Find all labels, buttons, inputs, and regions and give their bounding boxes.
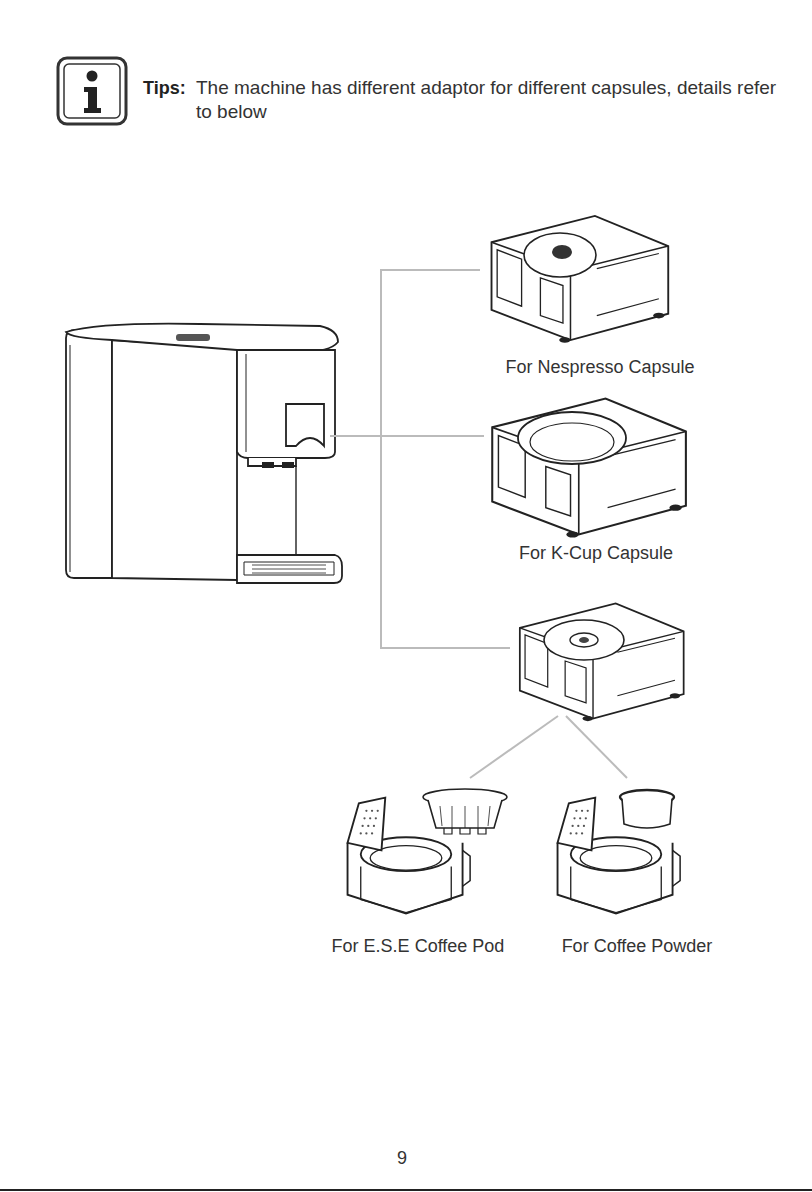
tips-heading: Tips: (143, 76, 203, 100)
kcup-adaptor (492, 399, 686, 538)
pod-adaptor (520, 603, 684, 721)
holder-caption: For Coffee Powder (526, 934, 748, 958)
powder-holder (558, 790, 681, 914)
info-icon (58, 58, 126, 124)
page-rule (0, 1189, 812, 1191)
page-number: 9 (386, 1146, 418, 1170)
bracket-lines (330, 270, 510, 648)
tips-note: The machine has different adaptor for di… (196, 76, 786, 124)
adaptor-caption: For K-Cup Capsule (466, 541, 726, 565)
coffee-machine (66, 324, 342, 583)
adaptor-caption: For Nespresso Capsule (470, 355, 730, 379)
holder-caption: For E.S.E Coffee Pod (308, 934, 528, 958)
leader-lines (470, 716, 627, 778)
ese-holder (348, 789, 507, 914)
nespresso-adaptor (492, 216, 669, 343)
